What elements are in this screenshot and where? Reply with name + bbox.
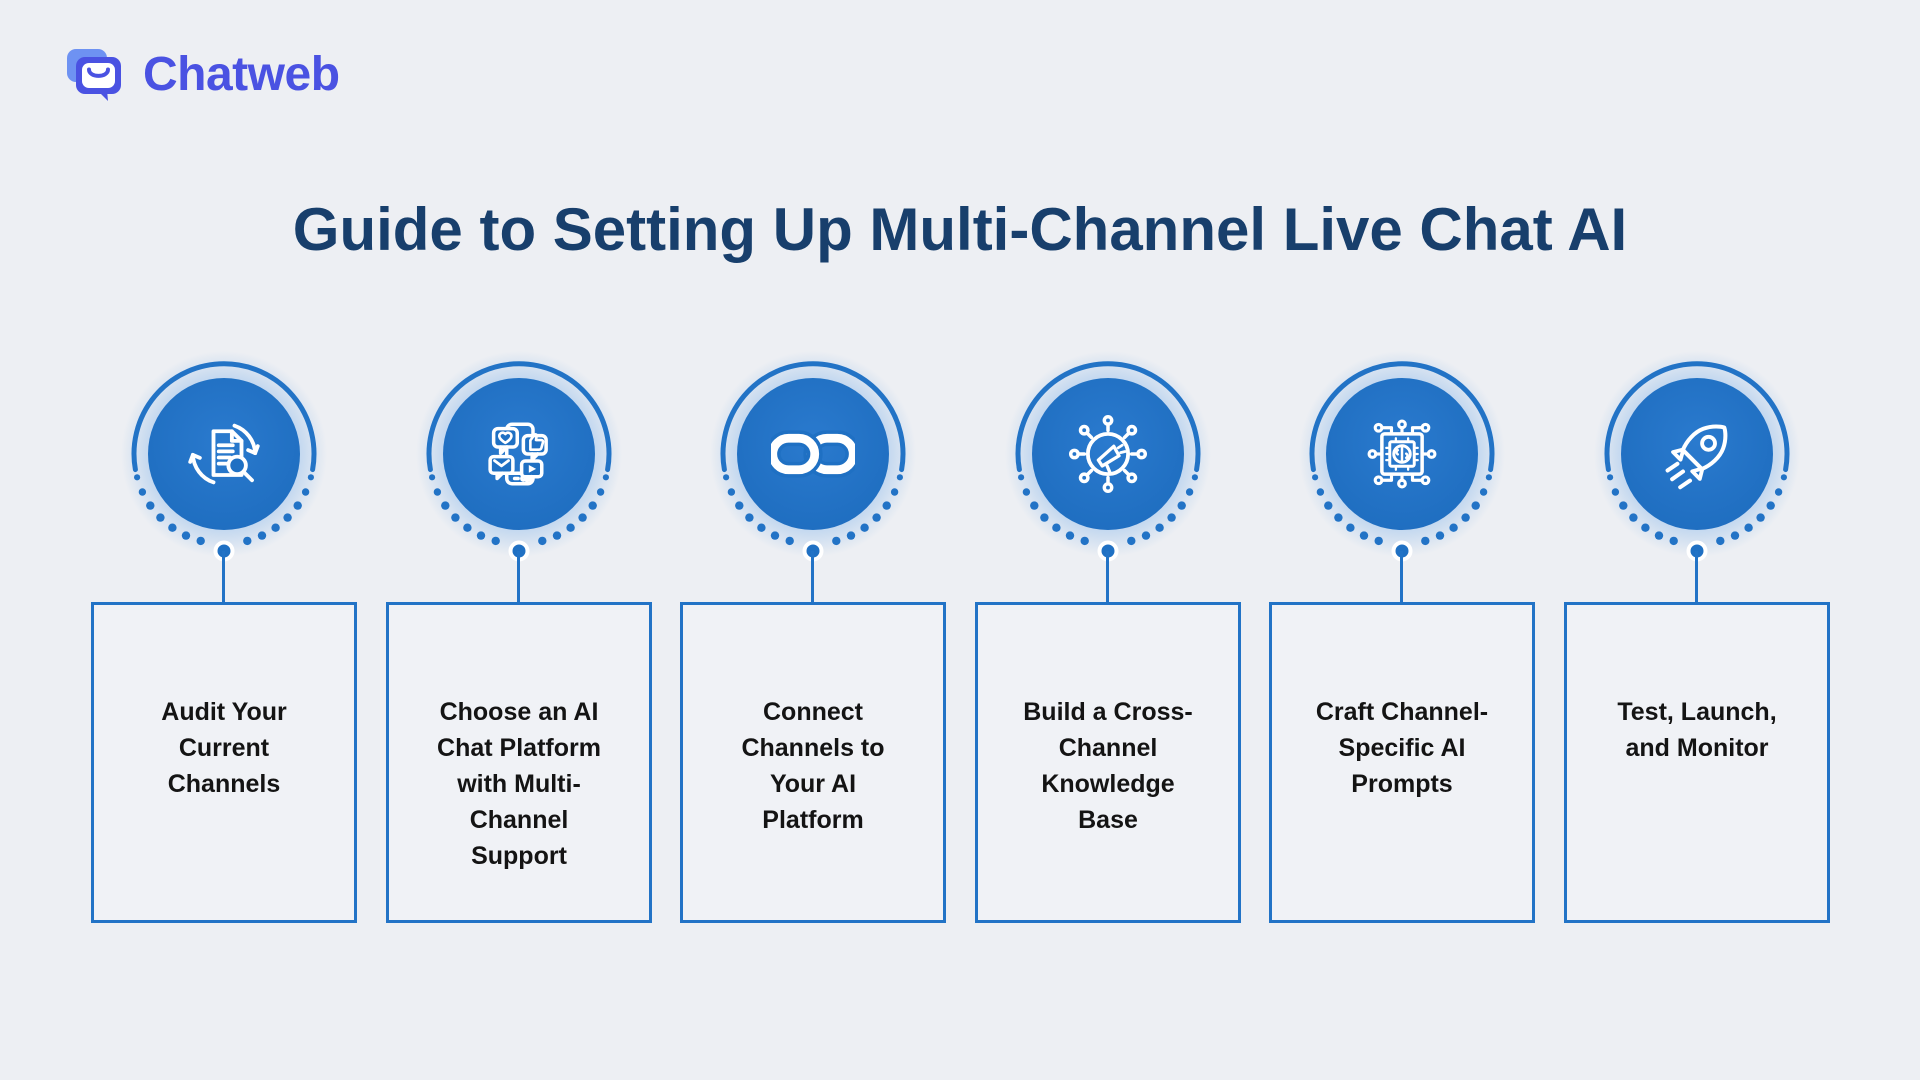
- connector-stem: [1106, 551, 1109, 602]
- step-badge: [1282, 342, 1522, 562]
- step-box: Audit Your Current Channels: [91, 602, 357, 923]
- step-label: Choose an AI Chat Platform with Multi- C…: [437, 698, 601, 870]
- step-badge: [1577, 342, 1817, 562]
- brand-logo: Chatweb: [60, 46, 340, 102]
- step-column-6: Test, Launch, and Monitor: [1564, 0, 1830, 1080]
- step-box: Connect Channels to Your AI Platform: [680, 602, 946, 923]
- step-label: Build a Cross- Channel Knowledge Base: [1023, 698, 1193, 834]
- step-box: Test, Launch, and Monitor: [1564, 602, 1830, 923]
- step-column-1: Audit Your Current Channels: [91, 0, 357, 1080]
- step-label: Connect Channels to Your AI Platform: [741, 698, 885, 834]
- step-column-2: Choose an AI Chat Platform with Multi- C…: [386, 0, 652, 1080]
- multichannel-social-icon: [488, 422, 548, 486]
- step-label: Test, Launch, and Monitor: [1617, 698, 1777, 762]
- connector-stem: [1695, 551, 1698, 602]
- connector-stem: [811, 551, 814, 602]
- audit-document-search-icon: [188, 423, 260, 485]
- step-badge: [988, 342, 1228, 562]
- ai-chip-brain-icon: [1367, 419, 1437, 489]
- step-label: Audit Your Current Channels: [161, 698, 287, 798]
- chat-bubble-logo-icon: [67, 49, 121, 101]
- step-badge: [104, 342, 344, 562]
- step-badge: [693, 342, 933, 562]
- step-column-5: Craft Channel- Specific AI Prompts: [1269, 0, 1535, 1080]
- page-title: Guide to Setting Up Multi-Channel Live C…: [292, 196, 1628, 263]
- rocket-launch-icon: [1665, 424, 1728, 490]
- step-column-3: Connect Channels to Your AI Platform: [680, 0, 946, 1080]
- step-label: Craft Channel- Specific AI Prompts: [1315, 698, 1489, 798]
- broadcast-network-icon: [1068, 414, 1148, 494]
- step-badge: [399, 342, 639, 562]
- step-box: Craft Channel- Specific AI Prompts: [1269, 602, 1535, 923]
- brand-name: Chatweb: [143, 47, 340, 101]
- step-box: Choose an AI Chat Platform with Multi- C…: [386, 602, 652, 923]
- connector-stem: [1400, 551, 1403, 602]
- step-column-4: Build a Cross- Channel Knowledge Base: [975, 0, 1241, 1080]
- connector-stem: [517, 551, 520, 602]
- step-box: Build a Cross- Channel Knowledge Base: [975, 602, 1241, 923]
- chain-link-icon: [771, 430, 855, 478]
- connector-stem: [222, 551, 225, 602]
